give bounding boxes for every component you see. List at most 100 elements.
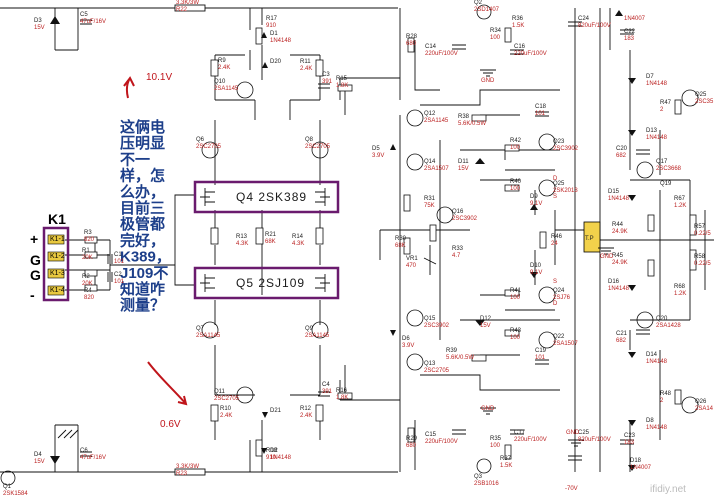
label-r58-0: R58 bbox=[694, 254, 706, 260]
label-d2-0: D2 bbox=[270, 448, 278, 454]
label-c17-0: C17 bbox=[514, 430, 526, 436]
label-d20-0: D20 bbox=[270, 59, 282, 65]
label-c6-0: C6 bbox=[80, 448, 88, 454]
annotation-top-voltage: 10.1V bbox=[146, 72, 172, 83]
label-q23-0: Q23 bbox=[553, 139, 565, 145]
label-r13-0: R13 bbox=[236, 234, 248, 240]
note-line-8: K389， bbox=[120, 249, 171, 266]
label-q23-1: 2SC3902 bbox=[553, 146, 579, 152]
label-r9-1: 2.4K bbox=[218, 65, 230, 71]
label-r67-1: 1.2K bbox=[674, 203, 686, 209]
k1-pin-label-2: K1-2 bbox=[50, 253, 65, 260]
wiring bbox=[0, 4, 714, 476]
label-q15-1: 2SC3902 bbox=[424, 323, 450, 329]
label-q6-1: 2SC2705 bbox=[196, 144, 222, 150]
label-r36-0: R36 bbox=[512, 16, 524, 22]
k1-pin-4 bbox=[47, 285, 65, 296]
label-r31-0: R31 bbox=[424, 196, 436, 202]
label-r67-0: R67 bbox=[674, 196, 686, 202]
note-line-1: 压明显 bbox=[120, 135, 165, 152]
label-d14-0: D14 bbox=[646, 352, 658, 358]
label-q24-1: 2SJ76 bbox=[553, 295, 571, 301]
label-r35-1: 100 bbox=[490, 443, 501, 449]
label-gnd_mid-0: GND bbox=[600, 254, 614, 260]
component-symbols bbox=[0, 4, 699, 486]
label-q2-1: 2SD1407 bbox=[474, 7, 500, 13]
label-r18-0: R18 bbox=[266, 448, 278, 454]
label-r4-1: 820 bbox=[84, 295, 95, 301]
label-q1-0: Q1 bbox=[3, 484, 12, 490]
annotation-bottom-voltage: 0.6V bbox=[160, 419, 181, 430]
label-q14-1: 2SA1507 bbox=[424, 166, 449, 172]
label-q13-0: Q13 bbox=[424, 361, 436, 367]
label-c3-1: 391 bbox=[322, 79, 333, 85]
label-q19-0: Q19 bbox=[660, 181, 672, 187]
label-r31-1: 75K bbox=[424, 203, 435, 209]
k1-pin-3 bbox=[47, 268, 65, 279]
label-r15-1: 1.8K bbox=[336, 83, 348, 89]
label-r36-1: 1.5K bbox=[512, 23, 524, 29]
label-bottom_v-0: -70V bbox=[565, 486, 578, 492]
label-d21-0: D21 bbox=[270, 408, 282, 414]
label-r17-1: 910 bbox=[266, 23, 277, 29]
label-q9-0: Q9 bbox=[305, 326, 314, 332]
label-r38-0: R38 bbox=[458, 114, 470, 120]
label-q26-1: 2SA14 bbox=[695, 406, 714, 412]
label-q11-0: Q11 bbox=[214, 389, 226, 395]
label-q24-0: Q24 bbox=[553, 288, 565, 294]
label-r45-1: 24.9K bbox=[612, 260, 628, 266]
label-gnd_top-0: GND bbox=[481, 78, 495, 84]
note-line-3: 样，怎 bbox=[120, 167, 165, 185]
label-c5-1: 47uF/16V bbox=[80, 19, 106, 25]
label-c1-1: 101 bbox=[114, 259, 125, 265]
label-q17-0: Q17 bbox=[656, 159, 668, 165]
label-d12-0: D12 bbox=[480, 316, 492, 322]
label-d_top-0: 1N4007 bbox=[624, 16, 646, 22]
label-r28-0: R28 bbox=[406, 34, 418, 40]
label-d5-1: 3.9V bbox=[372, 153, 384, 159]
label-gnd_br-0: GND bbox=[566, 430, 580, 436]
label-r10-0: R10 bbox=[220, 406, 232, 412]
label-r23-0: 3.3K/3W bbox=[176, 464, 199, 470]
label-d4-0: D4 bbox=[34, 452, 42, 458]
label-r33-1: 4.7 bbox=[452, 253, 461, 259]
label-r47-0: R47 bbox=[660, 100, 672, 106]
label-d11-1: 15V bbox=[458, 166, 469, 172]
label-r40-0: R40 bbox=[510, 179, 522, 185]
label-q15-0: Q15 bbox=[424, 316, 436, 322]
arrow-bottom bbox=[147, 361, 188, 406]
label-c24-1: 820uF/100V bbox=[578, 23, 611, 29]
label-q8-0: Q8 bbox=[305, 137, 314, 143]
label-c14-0: C14 bbox=[425, 44, 437, 50]
note-line-9: J109不 bbox=[120, 265, 168, 282]
label-r46-0: R46 bbox=[551, 234, 563, 240]
label-vr1-1: 470 bbox=[406, 263, 417, 269]
label-c23-1: 183 bbox=[624, 440, 635, 446]
label-c19-0: C19 bbox=[535, 348, 547, 354]
label-r46-1: 24 bbox=[551, 241, 558, 247]
label-r21-1: 68K bbox=[265, 239, 276, 245]
note-line-2: 不一 bbox=[120, 151, 150, 168]
label-r1-1: 20K bbox=[82, 255, 93, 261]
label-d16-1: 1N4148 bbox=[608, 286, 630, 292]
label-d8-0: D8 bbox=[646, 418, 654, 424]
label-c16-0: C16 bbox=[514, 44, 526, 50]
label-c2-1: 101 bbox=[114, 279, 125, 285]
label-q25r-1: 2SC35 bbox=[695, 99, 714, 105]
label-r29-1: 680 bbox=[406, 443, 417, 449]
label-r45-0: R45 bbox=[612, 253, 624, 259]
label-r42-1: 100 bbox=[510, 145, 521, 151]
label-q3-1: 2SB1016 bbox=[474, 481, 499, 487]
label-r15-0: R15 bbox=[336, 76, 348, 82]
label-r43-1: 100 bbox=[510, 335, 521, 341]
label-d13-0: D13 bbox=[646, 128, 658, 134]
label-q26-0: Q26 bbox=[695, 399, 707, 405]
label-r34-1: 100 bbox=[490, 35, 501, 41]
label-c20-0: C20 bbox=[616, 146, 628, 152]
label-d15-0: D15 bbox=[608, 189, 620, 195]
label-q9-1: 2SA1145 bbox=[305, 333, 330, 339]
label-c3-0: C3 bbox=[322, 72, 330, 78]
label-c5-0: C5 bbox=[80, 12, 88, 18]
